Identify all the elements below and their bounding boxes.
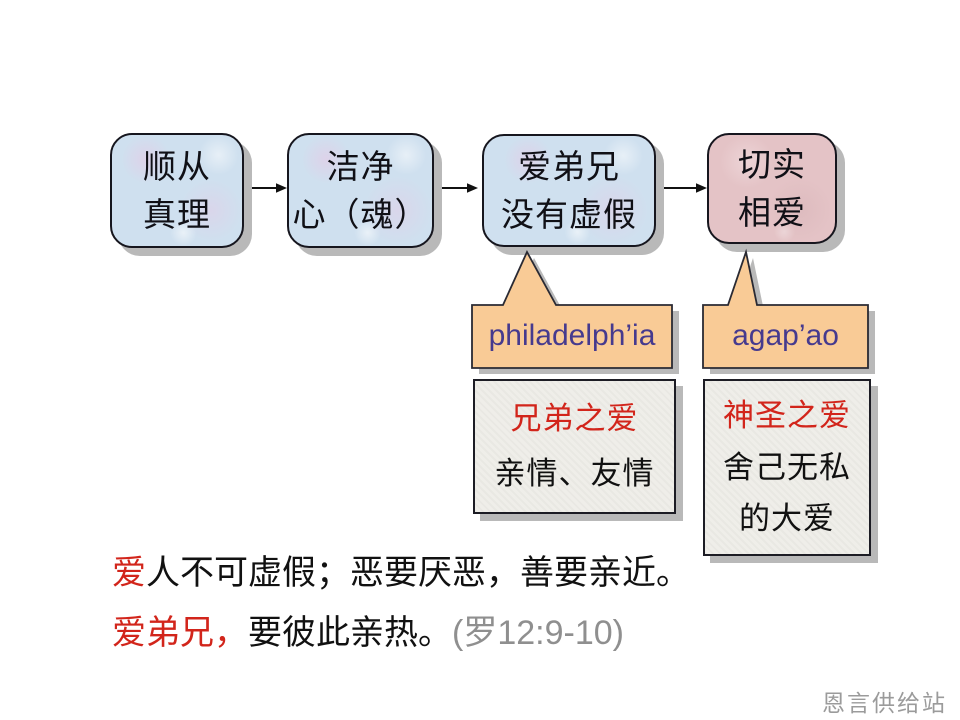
watermark: 恩言供给站 <box>822 690 947 716</box>
definition-brotherly-love: 兄弟之爱 亲情、友情 <box>473 379 676 514</box>
verse-line-1-text: 人不可虚假；恶要厌恶，善要亲近。 <box>146 554 690 592</box>
callout-agapao-label: agap’ao <box>732 319 839 352</box>
arrow-2-icon <box>431 183 478 193</box>
definition-brotherly-love-title: 兄弟之爱 <box>510 401 639 436</box>
flow-box-love-earnestly-line1: 切实 <box>738 145 806 183</box>
flow-box-cleanse-soul-line1: 洁净 <box>326 147 395 185</box>
flow-box-obey-truth: 顺从 真理 <box>110 133 244 248</box>
verse-line-1-highlight: 爱 <box>112 554 146 592</box>
flow-box-cleanse-soul: 洁净 心（魂） <box>287 133 434 248</box>
definition-divine-love-title: 神圣之爱 <box>723 397 851 433</box>
callout-philadelphia-bubble <box>471 249 679 374</box>
flow-box-obey-truth-line1: 顺从 <box>143 147 211 185</box>
arrow-3-icon <box>653 183 707 193</box>
arrow-1-icon <box>241 183 287 193</box>
definition-divine-love: 神圣之爱 舍己无私 的大爱 <box>703 379 871 556</box>
flow-box-love-brothers: 爱弟兄 没有虚假 <box>482 134 656 247</box>
definition-divine-love-line1: 舍己无私 <box>723 449 851 485</box>
flow-box-love-earnestly: 切实 相爱 <box>707 133 837 244</box>
flow-box-obey-truth-line2: 真理 <box>143 195 211 233</box>
flow-box-love-brothers-line1: 爱弟兄 <box>518 147 620 185</box>
verse-line-2-highlight: 爱弟兄， <box>112 614 248 652</box>
flow-box-love-earnestly-line2: 相爱 <box>738 193 806 231</box>
flow-box-cleanse-soul-line2: 心（魂） <box>292 195 429 233</box>
verse-line-2-text: 要彼此亲热。 <box>248 614 452 652</box>
definition-divine-love-line2: 的大爱 <box>739 501 835 537</box>
definition-brotherly-love-line: 亲情、友情 <box>494 456 655 491</box>
verse-line-2: 爱弟兄，要彼此亲热。(罗12:9-10) <box>112 611 690 655</box>
callout-philadelphia-label: philadelph’ia <box>488 319 656 352</box>
verse-line-1: 爱人不可虚假；恶要厌恶，善要亲近。 <box>112 551 690 595</box>
verse-block: 爱人不可虚假；恶要厌恶，善要亲近。 爱弟兄，要彼此亲热。(罗12:9-10) <box>112 551 690 671</box>
flow-box-love-brothers-line2: 没有虚假 <box>501 195 637 233</box>
verse-reference: (罗12:9-10) <box>452 614 624 652</box>
callout-agapao-bubble <box>702 248 875 374</box>
